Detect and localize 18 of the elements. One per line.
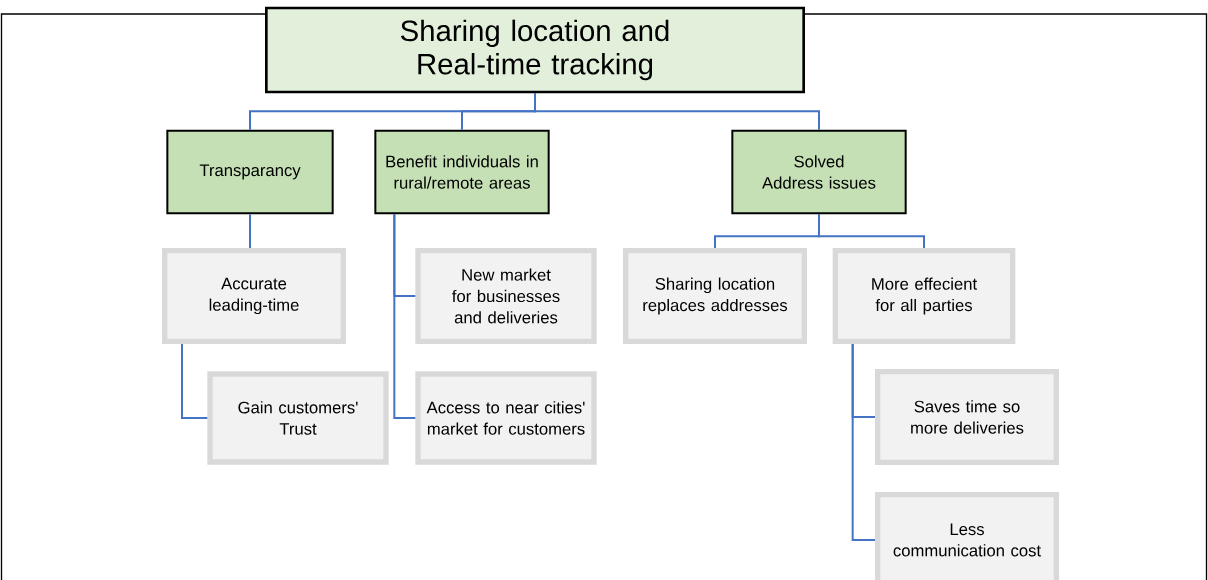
item-box: Accurate leading-time <box>162 248 346 344</box>
title-box: Sharing location and Real-time tracking <box>265 6 805 94</box>
connector-line <box>181 343 209 419</box>
item-box: More effecient for all parties <box>832 248 1016 344</box>
connector-line <box>249 213 251 249</box>
item-box: Access to near cities' market for customers <box>415 371 597 465</box>
category-box: Benefit individuals in rural/remote areas <box>374 129 550 215</box>
item-box: New market for businesses and deliveries <box>415 248 597 344</box>
category-box: Transparancy <box>166 129 334 215</box>
connector-line <box>393 213 417 419</box>
connector-line <box>818 213 925 249</box>
connector-line <box>534 92 820 131</box>
category-box: Solved Address issues <box>731 129 907 215</box>
item-box: Gain customers' Trust <box>207 371 389 465</box>
item-box: Saves time so more deliveries <box>875 369 1059 465</box>
item-box: Sharing location replaces addresses <box>623 248 807 344</box>
item-box: Less communication cost <box>875 492 1059 580</box>
connector-line <box>851 343 876 541</box>
